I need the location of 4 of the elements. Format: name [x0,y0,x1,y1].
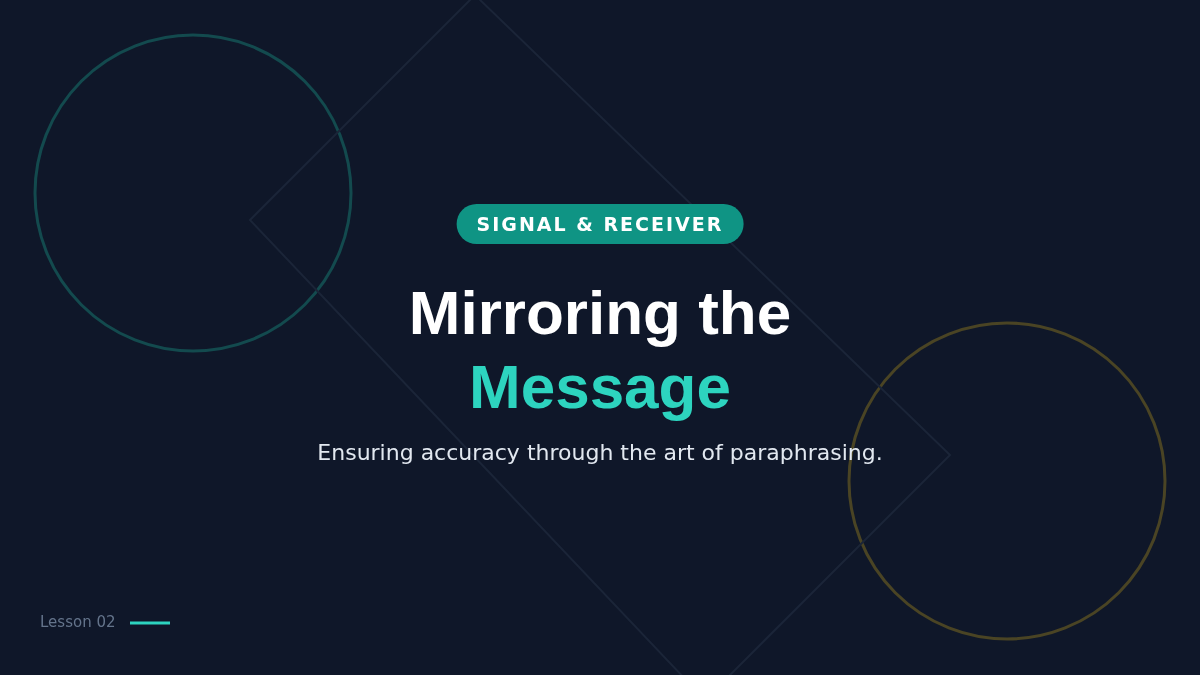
subtitle: Ensuring accuracy through the art of paraphrasing. [316,440,884,465]
slide-title: Mirroring the Message [407,277,793,423]
category-badge: SIGNAL & RECEIVER [456,204,744,244]
lesson-number: Lesson 02 [40,613,116,631]
